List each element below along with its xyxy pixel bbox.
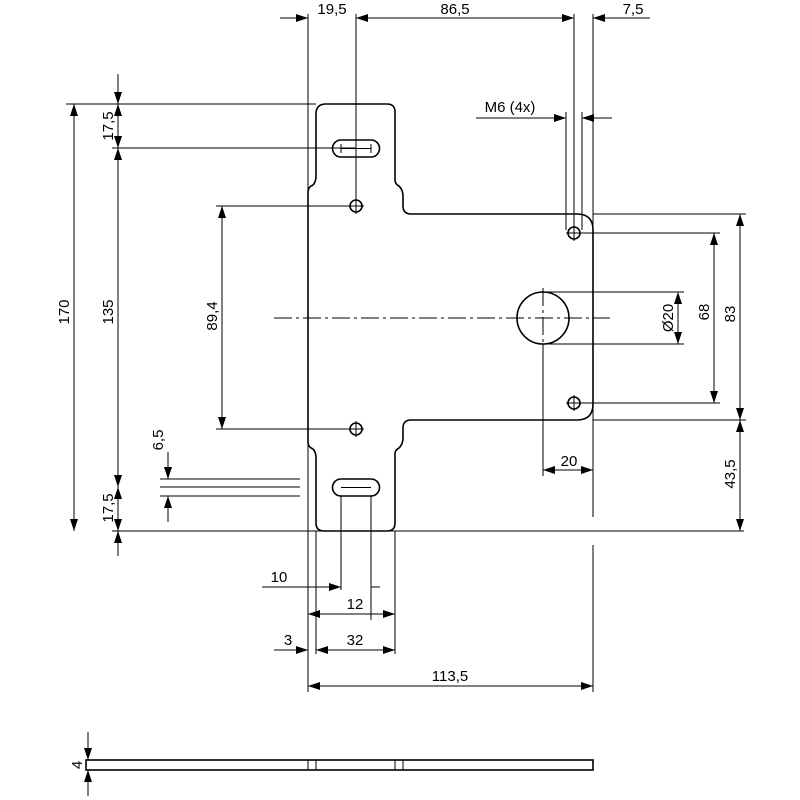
- dim-4: 4: [69, 761, 86, 769]
- dim-170: 170: [56, 299, 73, 324]
- dim-32: 32: [347, 632, 364, 649]
- dim-17-5-top: 17,5: [100, 111, 117, 140]
- dimension-lines: [70, 14, 744, 690]
- dim-20: 20: [561, 453, 578, 470]
- dim-m6-4x: M6 (4x): [485, 99, 536, 116]
- dim-113-5: 113,5: [432, 668, 468, 685]
- dim-19-5: 19,5: [317, 1, 346, 18]
- dim-83: 83: [722, 306, 739, 323]
- dim-135: 135: [100, 299, 117, 324]
- dim-12: 12: [347, 596, 364, 613]
- side-view: [84, 732, 594, 796]
- extension-lines: [66, 14, 746, 692]
- dim-7-5: 7,5: [623, 1, 644, 18]
- dim-43-5: 43,5: [722, 459, 739, 488]
- dim-6-5: 6,5: [150, 430, 167, 451]
- dim-89-4: 89,4: [204, 301, 221, 330]
- slot-bottom: [331, 478, 381, 497]
- dim-68: 68: [696, 304, 713, 321]
- dim-dia-20: Ø20: [660, 304, 677, 332]
- dim-10: 10: [271, 569, 288, 586]
- dim-17-5-bottom: 17,5: [100, 493, 117, 522]
- dim-86-5: 86,5: [440, 1, 469, 18]
- dim-3: 3: [284, 632, 292, 649]
